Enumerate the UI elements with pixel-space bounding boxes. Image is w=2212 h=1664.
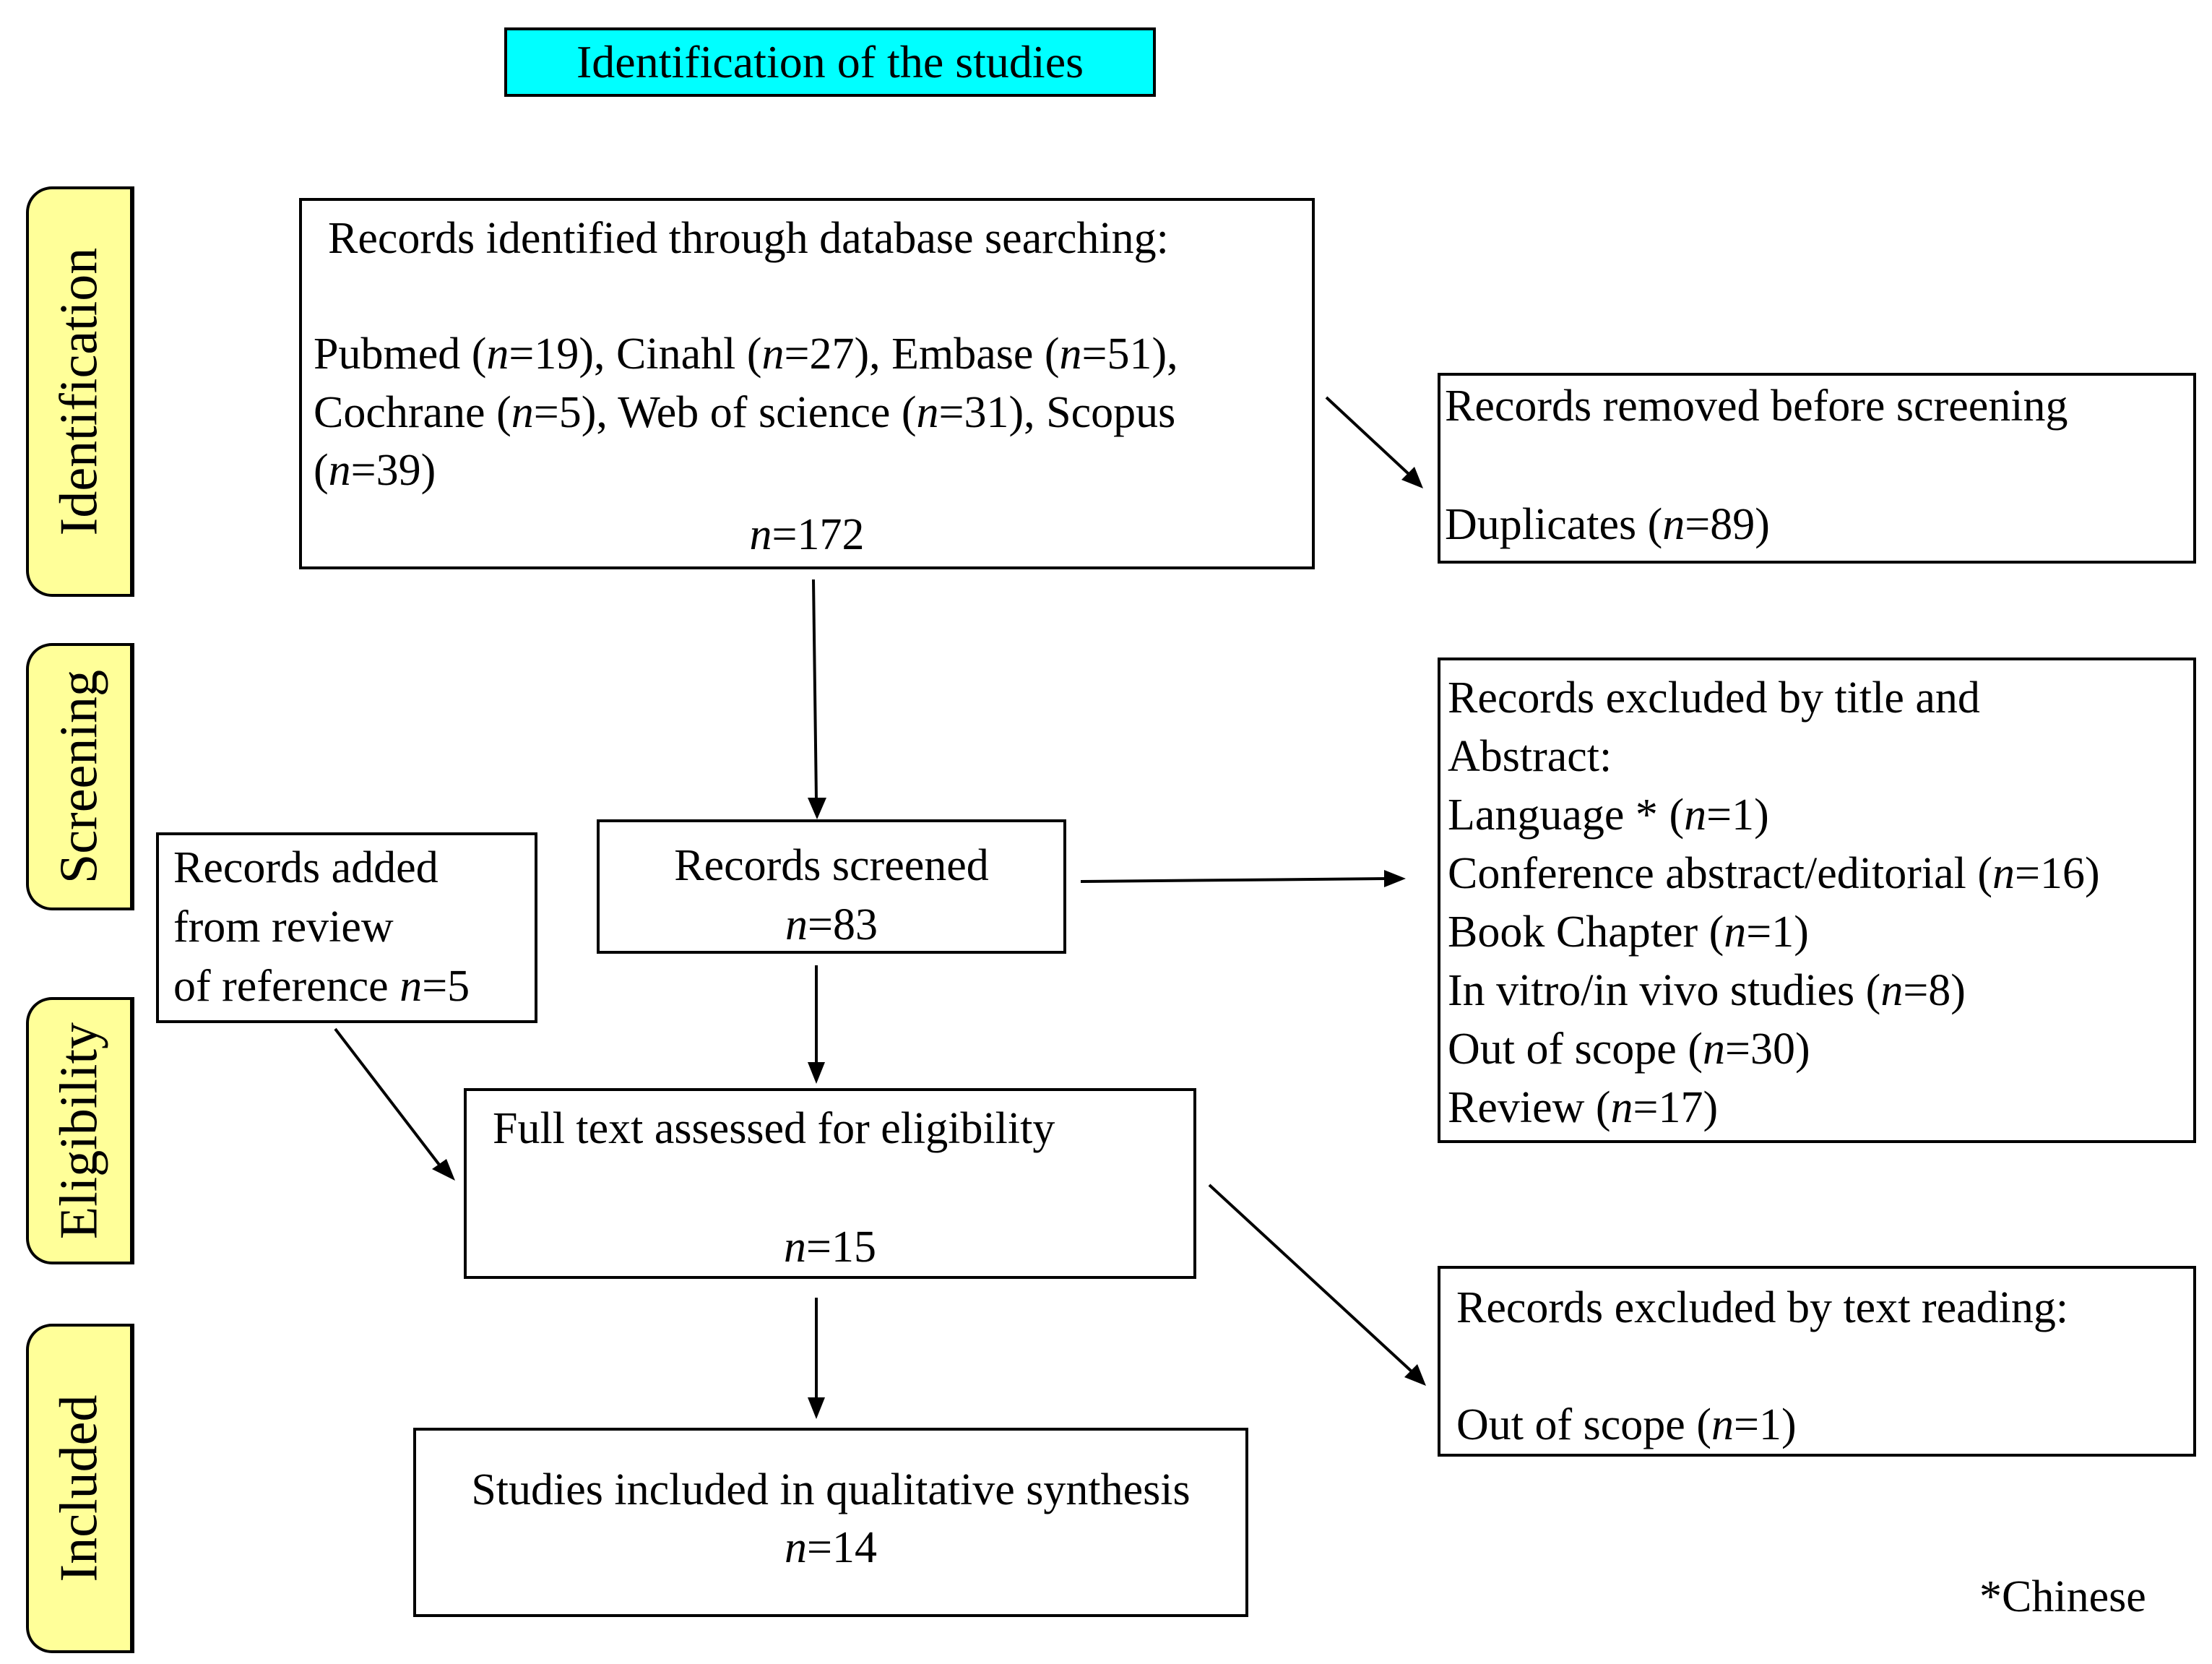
reason-conference: Conference abstract/editorial (n=16) (1448, 849, 2100, 898)
records-screened-n: n=83 (785, 900, 878, 949)
arrowhead-excluded-text (1404, 1364, 1426, 1386)
studies-included-n: n=14 (785, 1523, 877, 1572)
records-added-text: Records added from review of reference n… (173, 843, 470, 1011)
arrowhead-excluded-title (1384, 870, 1406, 887)
records-identified-box (299, 198, 1315, 569)
records-screened-box (597, 819, 1066, 954)
arrowhead-screened (808, 798, 826, 819)
records-excluded-text-box (1438, 1266, 2196, 1457)
records-excluded-text-heading: Records excluded by text reading: (1456, 1283, 2069, 1332)
records-excluded-text-reason: Out of scope (n=1) (1456, 1400, 1797, 1449)
records-removed-heading: Records removed before screening (1445, 381, 2068, 431)
arrow-identified-to-removed (1325, 396, 1410, 475)
records-identified-heading: Records identified through database sear… (328, 214, 1169, 263)
reason-in-vitro: In vitro/in vivo studies (n=8) (1448, 966, 1966, 1015)
records-excluded-title-box (1438, 658, 2196, 1143)
arrowhead-included (808, 1397, 825, 1419)
excluded-heading-line1: Records excluded by title and (1448, 673, 1980, 723)
arrowhead-removed (1401, 467, 1423, 488)
arrow-screened-to-excluded (1080, 877, 1388, 883)
records-removed-box (1438, 373, 2196, 564)
arrow-identified-to-screened (812, 579, 818, 801)
records-identified-sources: Pubmed (n=19), Cinahl (n=27), Embase (n=… (314, 325, 1178, 500)
diagram-title: Identification of the studies (576, 36, 1084, 87)
phase-eligibility: Eligibility (26, 997, 134, 1264)
arrow-added-to-fulltext (334, 1027, 441, 1166)
records-added-box (156, 832, 537, 1023)
source-cochrane: Cochrane (n=5), (314, 387, 618, 437)
phase-identification: Identification (26, 186, 134, 597)
fulltext-label: Full text assessed for eligibility (493, 1104, 1055, 1153)
fulltext-box (464, 1088, 1196, 1279)
records-excluded-title-text: Records excluded by title and Abstract: … (1448, 669, 2100, 1137)
fulltext-n: n=15 (784, 1223, 876, 1272)
source-web-of-science: Web of science (n=31), (618, 387, 1047, 437)
source-cinahl: Cinahl (n=27), (616, 329, 892, 379)
reason-book-chapter: Book Chapter (n=1) (1448, 908, 1809, 957)
reason-out-of-scope: Out of scope (n=30) (1448, 1025, 1810, 1074)
arrow-fulltext-to-excluded (1208, 1184, 1413, 1373)
phase-screening: Screening (26, 643, 134, 910)
studies-included-box (413, 1428, 1248, 1617)
arrowhead-added (432, 1159, 455, 1181)
source-embase: Embase (n=51), (891, 329, 1178, 379)
excluded-heading-line2: Abstract: (1448, 732, 1612, 781)
records-identified-total: n=172 (749, 510, 865, 559)
arrowhead-fulltext (808, 1062, 825, 1084)
footnote: *Chinese (1979, 1572, 2146, 1621)
records-screened-label: Records screened (674, 841, 989, 890)
source-scopus: Scopus (n=39) (314, 387, 1176, 496)
title-box: Identification of the studies (504, 27, 1156, 97)
source-pubmed: Pubmed (n=19), (314, 329, 617, 379)
reason-review: Review (n=17) (1448, 1083, 1719, 1132)
phase-included: Included (26, 1324, 134, 1653)
reason-language: Language * (n=1) (1448, 790, 1769, 840)
studies-included-label: Studies included in qualitative synthesi… (471, 1465, 1191, 1514)
records-removed-duplicates: Duplicates (n=89) (1445, 500, 1770, 549)
